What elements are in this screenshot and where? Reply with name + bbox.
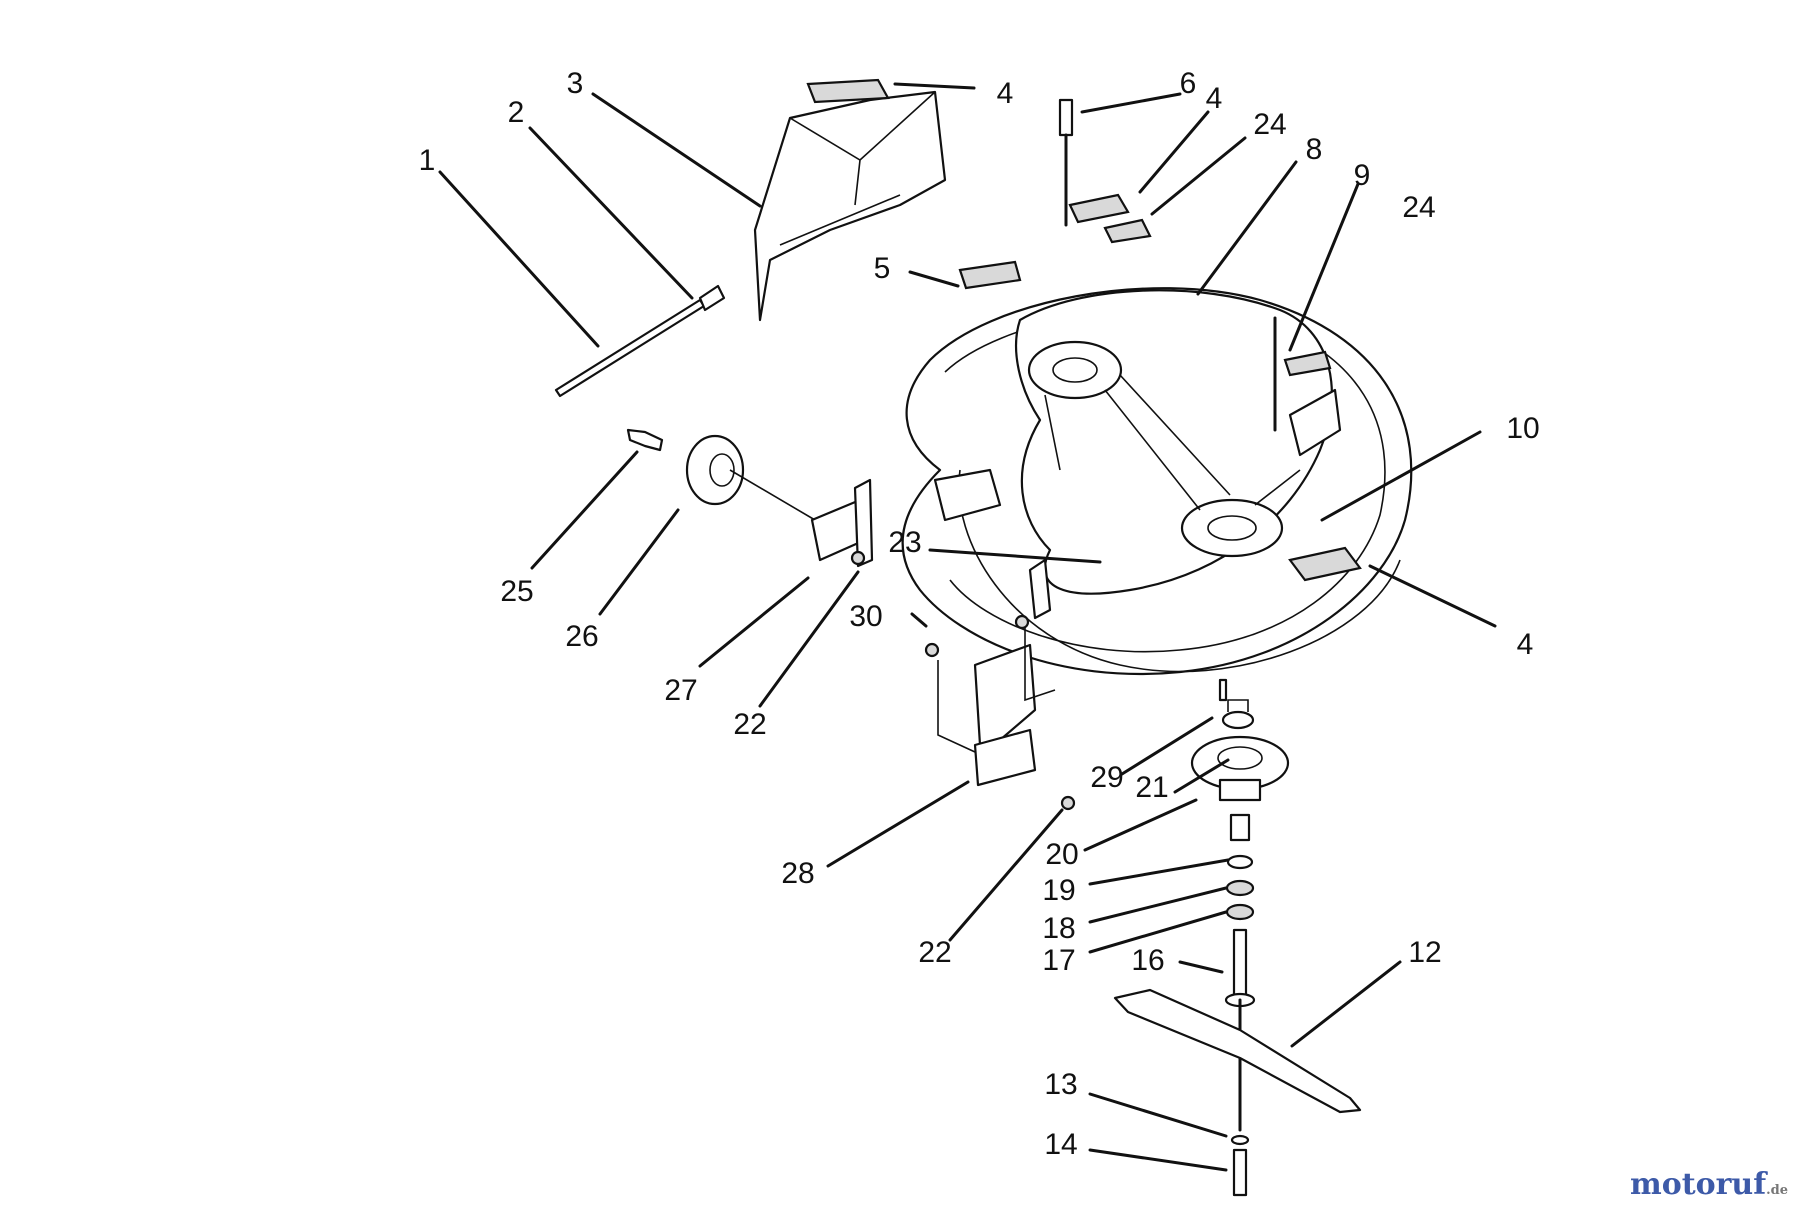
callout-16: 16: [1131, 944, 1164, 977]
callout-8: 8: [1306, 133, 1323, 166]
callout-14: 14: [1044, 1128, 1077, 1161]
callout-3: 3: [567, 67, 584, 100]
callout-28: 28: [781, 857, 814, 890]
mower-blade: [1113, 988, 1362, 1114]
callout-12: 12: [1408, 936, 1441, 969]
small-hardware: [850, 98, 1332, 811]
callout-10: 10: [1506, 412, 1539, 445]
callout-20: 20: [1045, 838, 1078, 871]
callout-21: 21: [1135, 771, 1168, 804]
baffle-bracket: [937, 625, 1056, 787]
callout-24-right: 24: [1402, 191, 1435, 224]
discharge-chute: [753, 78, 947, 322]
gauge-wheel-assembly: [626, 428, 874, 568]
callout-26: 26: [565, 620, 598, 653]
callout-24-upper: 24: [1253, 108, 1286, 141]
chute-rod-and-spring: [554, 284, 726, 398]
callout-23: 23: [888, 526, 921, 559]
callout-2: 2: [508, 96, 525, 129]
callout-9: 9: [1354, 159, 1371, 192]
callout-labels: 1 2 3 4 4 4 5 6 8 9 10 12 13 14 16 17 18…: [419, 67, 1540, 1161]
callout-25: 25: [500, 575, 533, 608]
mower-deck-housing: [901, 287, 1413, 676]
spindle-assembly: [1190, 699, 1290, 1132]
watermark-brand: motoruf: [1629, 1167, 1767, 1202]
callout-4-deck-top: 4: [1206, 82, 1223, 115]
callout-1: 1: [419, 144, 436, 177]
callout-27: 27: [664, 674, 697, 707]
leader-lines: [438, 82, 1497, 1172]
blade-bolt-and-washer: [1230, 1134, 1250, 1197]
callout-5: 5: [874, 252, 891, 285]
callout-17: 17: [1042, 944, 1075, 977]
callout-18: 18: [1042, 912, 1075, 945]
watermark-tld: .de: [1766, 1183, 1788, 1198]
site-watermark-logo: motoruf.de: [1630, 1167, 1788, 1202]
callout-22-nut: 22: [918, 936, 951, 969]
callout-13: 13: [1044, 1068, 1077, 1101]
callout-19: 19: [1042, 874, 1075, 907]
callout-4-chute: 4: [997, 77, 1014, 110]
callout-22-bracket: 22: [733, 708, 766, 741]
callout-4-rim: 4: [1517, 628, 1534, 661]
callout-30: 30: [849, 600, 882, 633]
callout-6: 6: [1180, 67, 1197, 100]
callout-29: 29: [1090, 761, 1123, 794]
